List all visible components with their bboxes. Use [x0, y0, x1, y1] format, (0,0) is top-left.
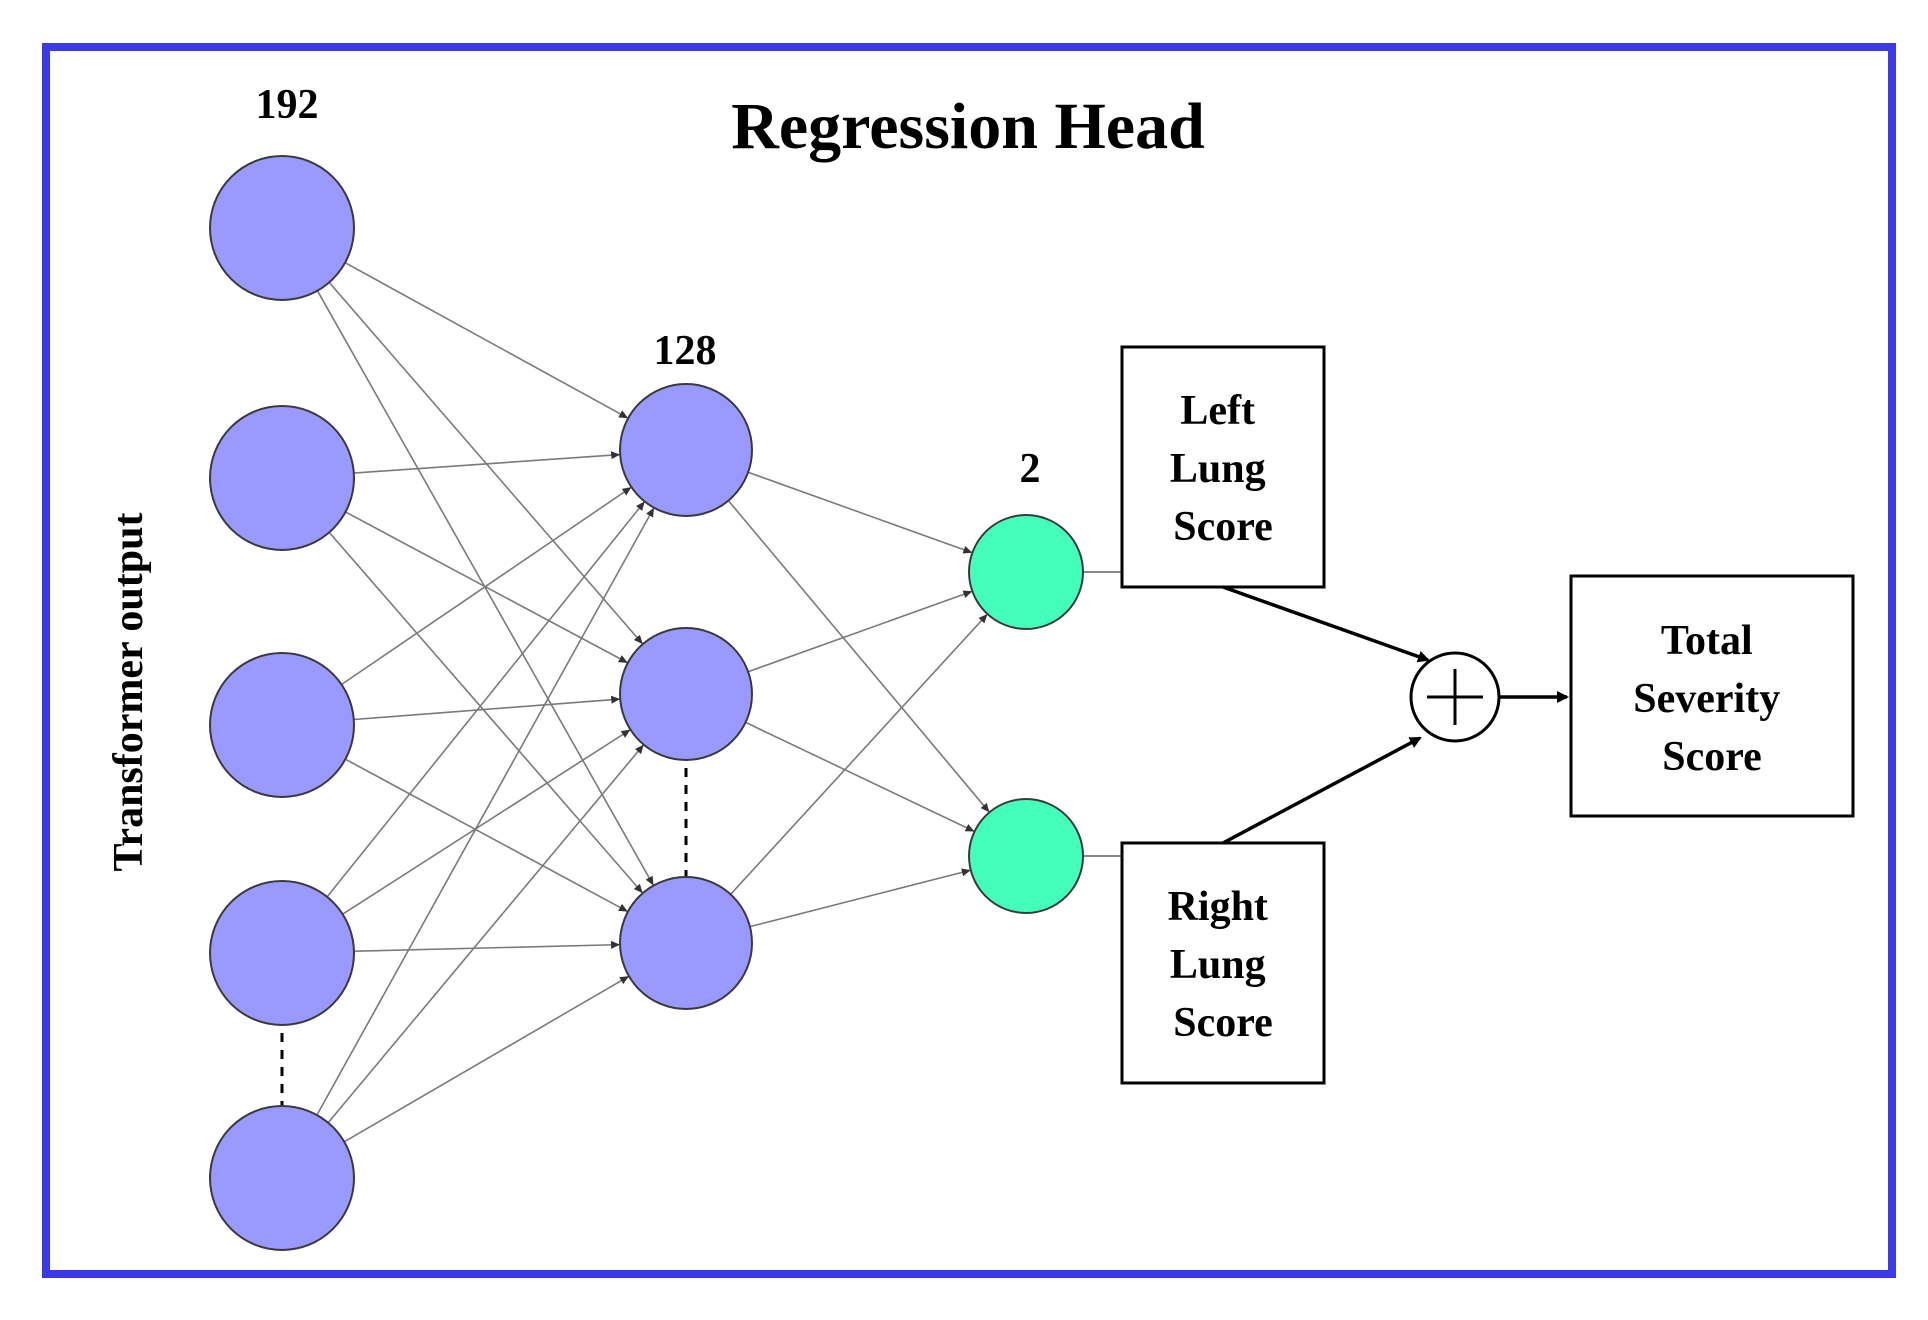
left-lung-line-2: Lung	[1170, 446, 1266, 492]
l2-l3-edge-2-1	[749, 868, 971, 928]
l2-l3-edge-0-1	[727, 500, 991, 813]
l1-l2-edge-3-0	[326, 500, 646, 898]
svg-text:Right Lung Score: Right Lung Score	[1168, 884, 1279, 1046]
l1-l2-edge-0-0	[344, 261, 629, 419]
layer-1-node-3	[209, 652, 355, 798]
right-to-sum-arrow	[1222, 736, 1422, 845]
layer-1-node-1	[209, 155, 355, 301]
layer-2-count-label: 128	[654, 328, 717, 374]
svg-text:Left Lung Score: Left Lung Score	[1170, 388, 1276, 550]
l1-l2-edge-1-1	[345, 511, 629, 664]
l1-l2-edge-4-2	[343, 975, 630, 1143]
l1-l2-edge-1-0	[353, 451, 621, 474]
l2-l3-edge-1-1	[745, 721, 975, 833]
left-to-sum-arrow	[1222, 585, 1430, 663]
left-lung-line-3: Score	[1173, 504, 1273, 550]
total-severity-score-box: Total Severity Score	[1569, 574, 1855, 818]
l1-l2-edge-2-0	[341, 486, 632, 686]
l1-l2-edge-2-2	[344, 758, 629, 913]
l2-l3-edge-2-0	[730, 613, 989, 895]
layer-1-node-4	[209, 880, 355, 1026]
transformer-output-label: Transformer output	[106, 513, 152, 872]
total-line-2: Severity	[1633, 676, 1780, 722]
right-lung-score-box: Right Lung Score	[1120, 841, 1326, 1085]
l1-l2-edge-3-1	[342, 728, 631, 915]
network-edges	[316, 261, 991, 1143]
layer-2-node-2	[619, 627, 753, 761]
l1-l2-edge-4-1	[327, 744, 645, 1124]
svg-text:Total Severity Sco: Total Severity Score	[1633, 618, 1790, 780]
total-line-1: Total	[1661, 618, 1753, 664]
layer-2-node-1	[619, 383, 753, 517]
network-nodes	[209, 155, 1084, 1251]
l2-l3-edge-0-0	[747, 471, 973, 554]
l1-l2-edge-0-2	[316, 290, 655, 886]
layer-1-count-label: 192	[256, 82, 319, 128]
right-lung-line-3: Score	[1173, 1000, 1273, 1046]
l1-l2-edge-2-1	[353, 695, 621, 721]
l1-l2-edge-4-0	[316, 507, 655, 1116]
layer-1-node-2	[209, 405, 355, 551]
left-lung-line-1: Left	[1180, 388, 1255, 434]
layer-3-count-label: 2	[1020, 446, 1041, 492]
layer-3-node-1	[968, 514, 1084, 630]
layer-3-node-2	[968, 798, 1084, 914]
right-lung-line-1: Right	[1168, 884, 1268, 930]
right-lung-line-2: Lung	[1170, 942, 1266, 988]
sum-operator-icon	[1409, 651, 1501, 743]
left-lung-score-box: Left Lung Score	[1120, 345, 1326, 589]
layer-1-node-5	[209, 1105, 355, 1251]
diagram-title: Regression Head	[731, 90, 1205, 163]
l1-l2-edge-3-2	[353, 940, 621, 953]
layer-2-node-3	[619, 876, 753, 1010]
total-line-3: Score	[1662, 734, 1762, 780]
l2-l3-edge-1-0	[747, 590, 973, 673]
l1-l2-edge-1-2	[328, 531, 644, 894]
